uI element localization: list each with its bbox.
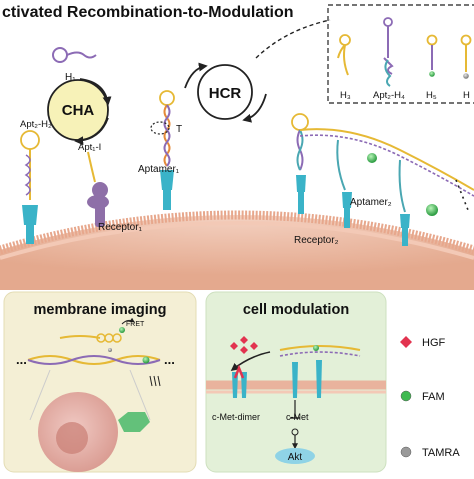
microscope-icon	[118, 412, 150, 432]
hcr-circle	[197, 64, 253, 120]
left-receptor-assembly	[20, 130, 40, 244]
nucleus-icon	[56, 422, 88, 454]
hcr-label: HCR	[209, 85, 242, 102]
inset-connector	[255, 19, 331, 59]
cell-modulation-panel	[205, 291, 387, 473]
legend: HGF FAM TAMRA	[400, 336, 460, 459]
receptor2-label: Receptor₂	[294, 235, 339, 246]
aptamer2-label: Aptamer₂	[350, 197, 392, 208]
cha-label: CHA	[62, 102, 95, 119]
cha-cycle	[47, 78, 112, 146]
legend-marker-fam	[400, 390, 412, 402]
membrane-imaging-title: membrane imaging	[34, 302, 167, 318]
cell-membrane	[0, 210, 474, 290]
legend-label-tamra: TAMRA	[422, 447, 460, 459]
legend-marker-tamra	[400, 446, 412, 458]
apt2-h2-label: Apt₂-H₂	[20, 119, 52, 130]
center-duplex	[150, 90, 175, 210]
cha-arrow	[79, 78, 112, 106]
legend-label-fam: FAM	[422, 391, 445, 403]
hcr-cycle	[184, 62, 267, 123]
inset-h-cut-label: H	[463, 90, 470, 101]
t-label: T	[176, 124, 182, 135]
inset-h3-label: H₃	[340, 90, 351, 101]
fret-label: FRET	[126, 321, 145, 328]
inset-apt2-h4-label: Apt₂-H₄	[373, 90, 405, 101]
hcr-arrow	[184, 62, 208, 89]
membrane-imaging-panel	[3, 291, 197, 473]
dots-right: ...	[164, 352, 175, 367]
legend-label-hgf: HGF	[422, 337, 446, 349]
legend-marker-hgf	[400, 336, 412, 348]
hairpin-inset: H₃ Apt₂-H₄ H₅ H	[327, 4, 474, 104]
h5-hairpin-icon	[426, 34, 438, 46]
figure-title: ctivated Recombination-to-Modulation	[2, 4, 294, 21]
dots-left: ...	[16, 352, 27, 367]
akt-label: Akt	[288, 452, 303, 463]
h-cut-hairpin-icon	[460, 34, 472, 46]
cell-modulation-title: cell modulation	[243, 302, 349, 318]
inset-h5-label: H₅	[426, 90, 437, 101]
c-met-dimer-label: c-Met-dimer	[212, 412, 260, 422]
receptor1-label: Receptor₁	[98, 222, 143, 233]
h1-hairpin	[52, 47, 97, 63]
h1-label: H₁	[65, 72, 76, 83]
c-met-label: c-Met	[286, 412, 309, 422]
receptor1-assembly	[87, 151, 109, 227]
cha-arrow-2	[74, 117, 109, 146]
aptamer1-label: Aptamer₁	[138, 164, 180, 175]
apt1-i-label: Apt₁-I	[78, 142, 101, 153]
hcr-arrow-2	[242, 93, 267, 123]
hcr-polymer	[291, 113, 474, 246]
